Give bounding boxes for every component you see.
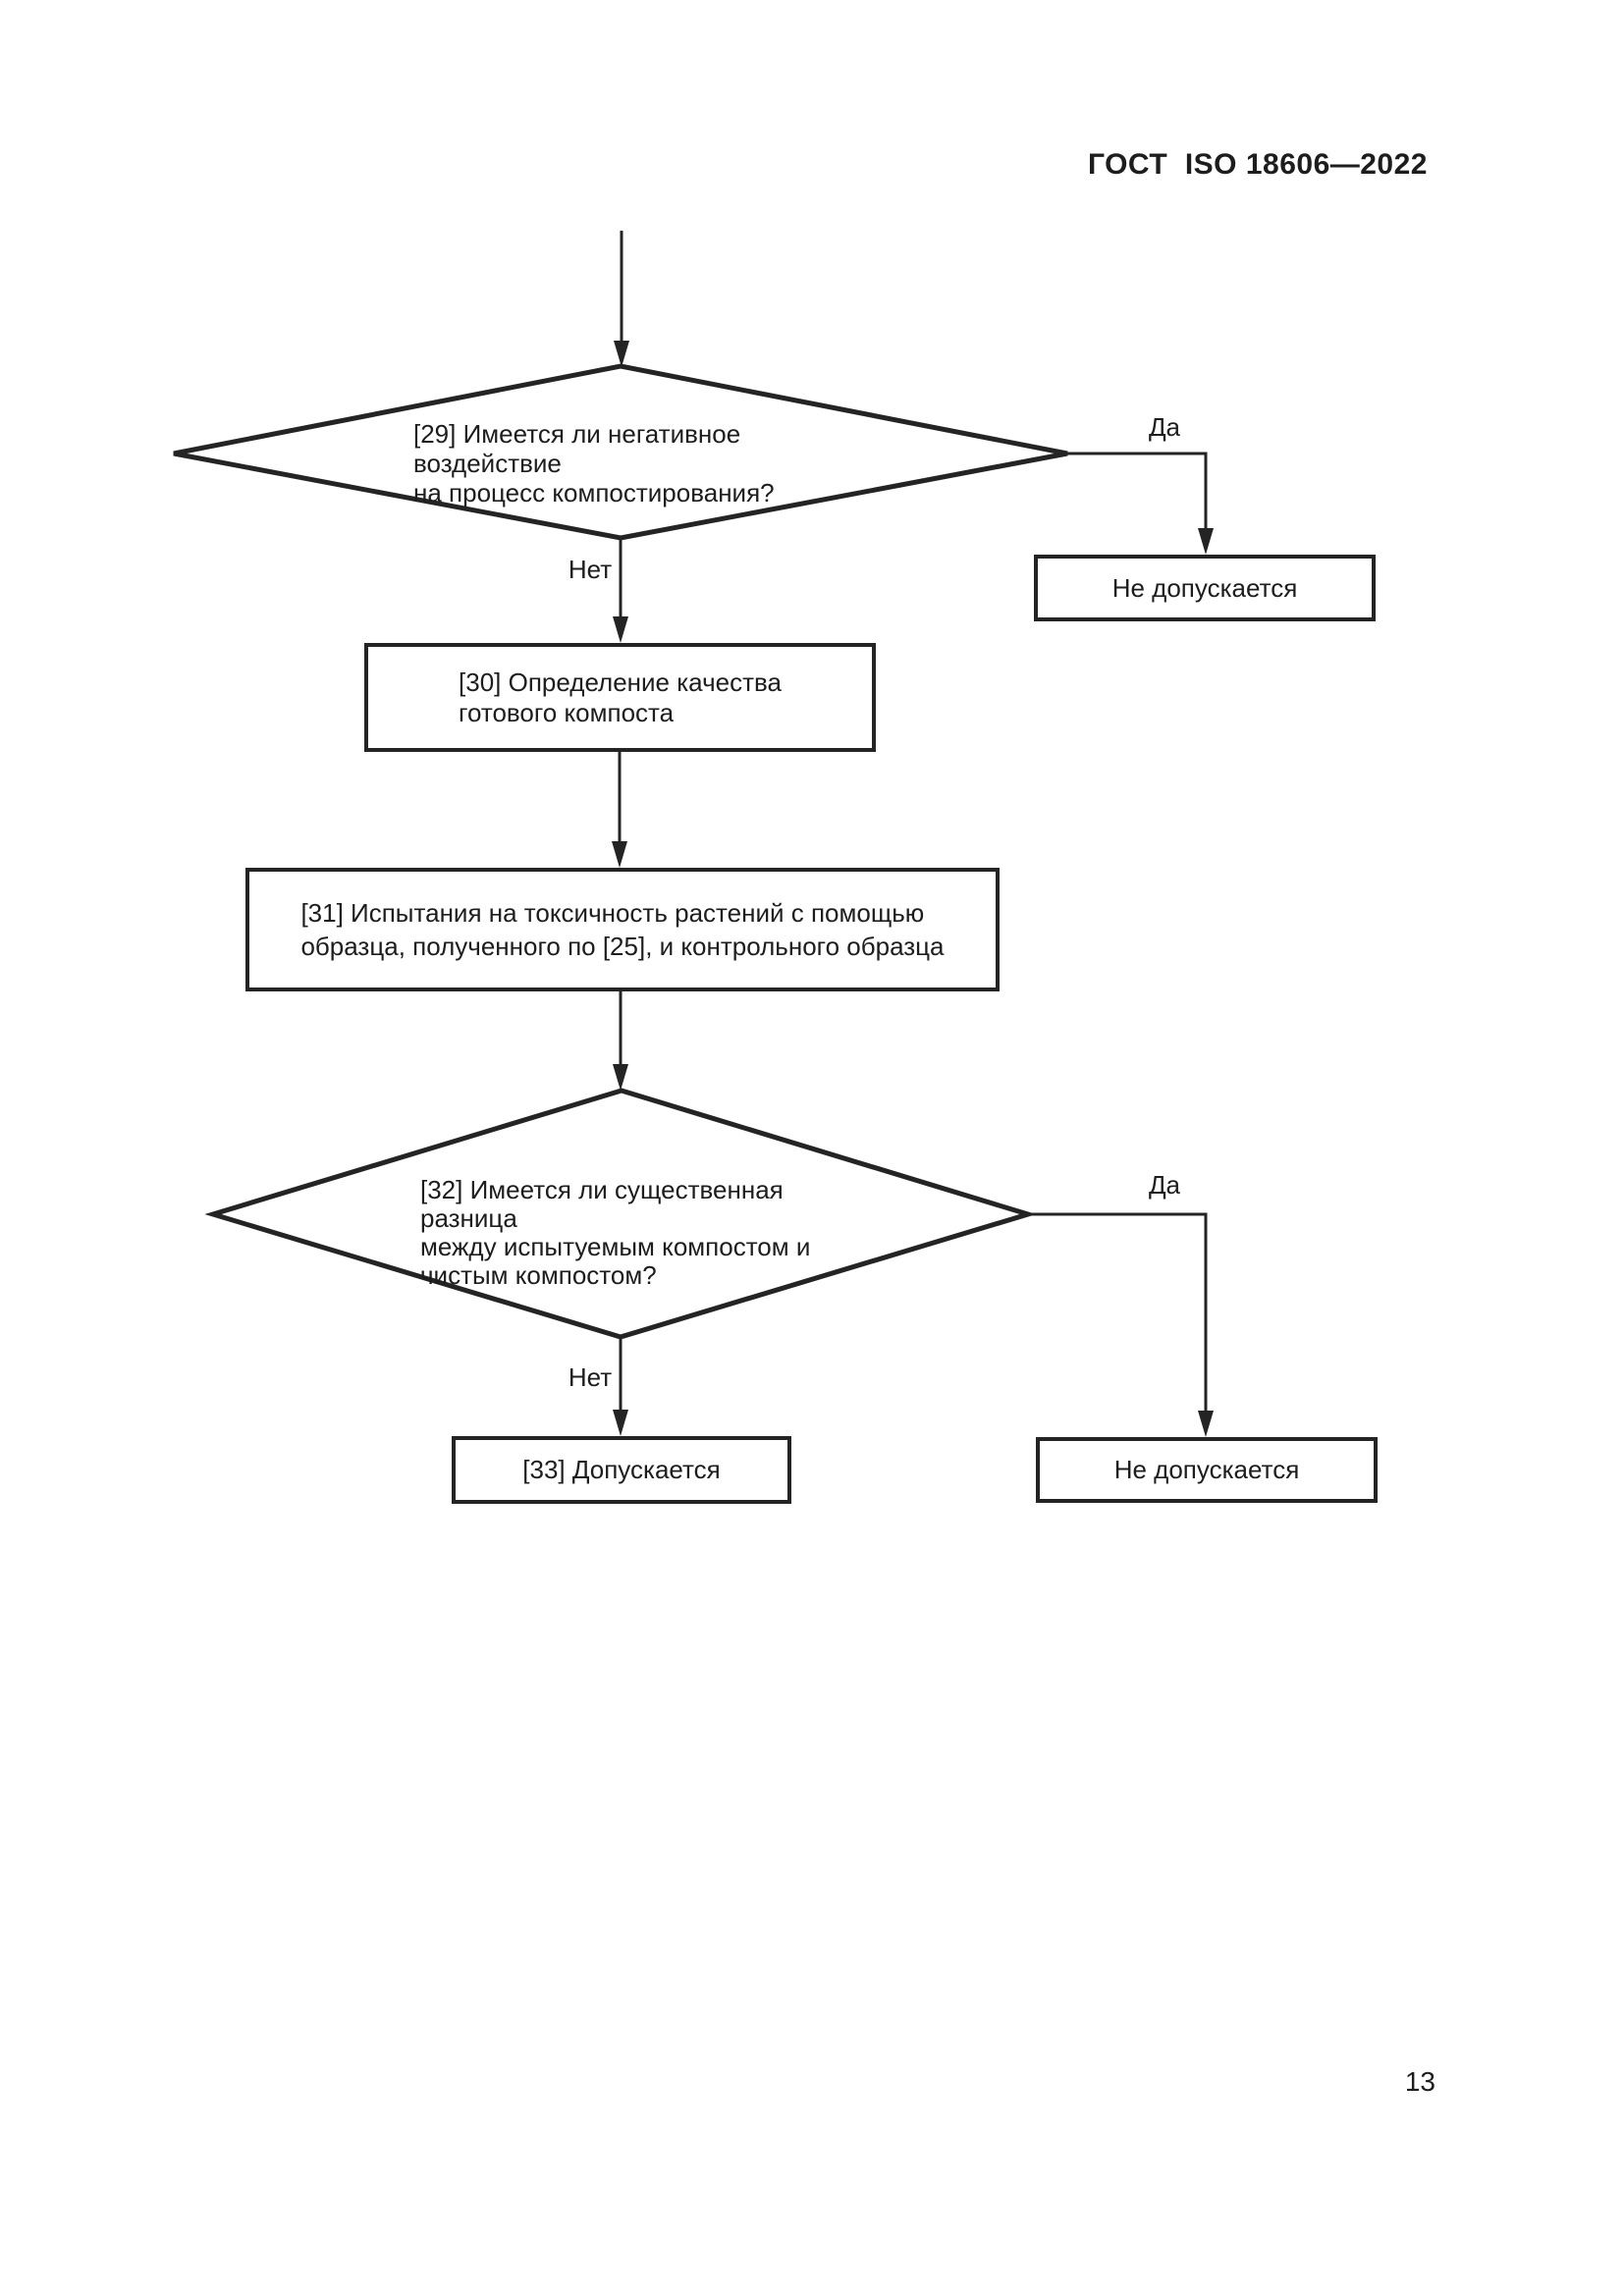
- decision-32-text: [32] Имеется ли существенная разница меж…: [420, 1175, 811, 1290]
- box-allowed-33: [33] Допускается: [452, 1436, 791, 1504]
- arrowhead-entry-icon: [614, 341, 629, 367]
- box-not-allowed-bottom: Не допускается: [1036, 1437, 1378, 1503]
- arrowhead-31-32-icon: [613, 1064, 628, 1091]
- box-process-31-text: [31] Испытания на токсичность растений с…: [300, 898, 945, 961]
- arrowhead-29-no-icon: [613, 616, 628, 643]
- connector-32-yes-line: [1028, 1212, 1208, 1415]
- decision-29-text: [29] Имеется ли негативное воздействие н…: [413, 419, 775, 507]
- label-no-32: Нет: [568, 1362, 613, 1392]
- arrowhead-32-yes-icon: [1198, 1411, 1214, 1437]
- label-yes-29: Да: [1148, 412, 1181, 442]
- arrowhead-30-31-icon: [612, 841, 627, 868]
- connector-29-yes-line: [1067, 452, 1208, 532]
- arrowhead-32-no-icon: [613, 1410, 628, 1436]
- box-not-allowed-top-text: Не допускается: [1111, 572, 1298, 603]
- page-header: ГОСТ ISO 18606—2022: [1087, 148, 1428, 181]
- box-not-allowed-bottom-text: Не допускается: [1113, 1455, 1300, 1484]
- box-process-30-text: [30] Определение качества готового компо…: [459, 667, 782, 727]
- box-not-allowed-top: Не допускается: [1034, 555, 1376, 621]
- arrowhead-29-yes-icon: [1198, 528, 1214, 555]
- label-no-29: Нет: [568, 555, 613, 584]
- page-number: 13: [1404, 2066, 1435, 2097]
- box-allowed-33-text: [33] Допускается: [522, 1455, 721, 1484]
- box-process-31: [31] Испытания на токсичность растений с…: [245, 868, 1000, 991]
- label-yes-32: Да: [1148, 1170, 1181, 1200]
- box-process-30: [30] Определение качества готового компо…: [364, 643, 876, 752]
